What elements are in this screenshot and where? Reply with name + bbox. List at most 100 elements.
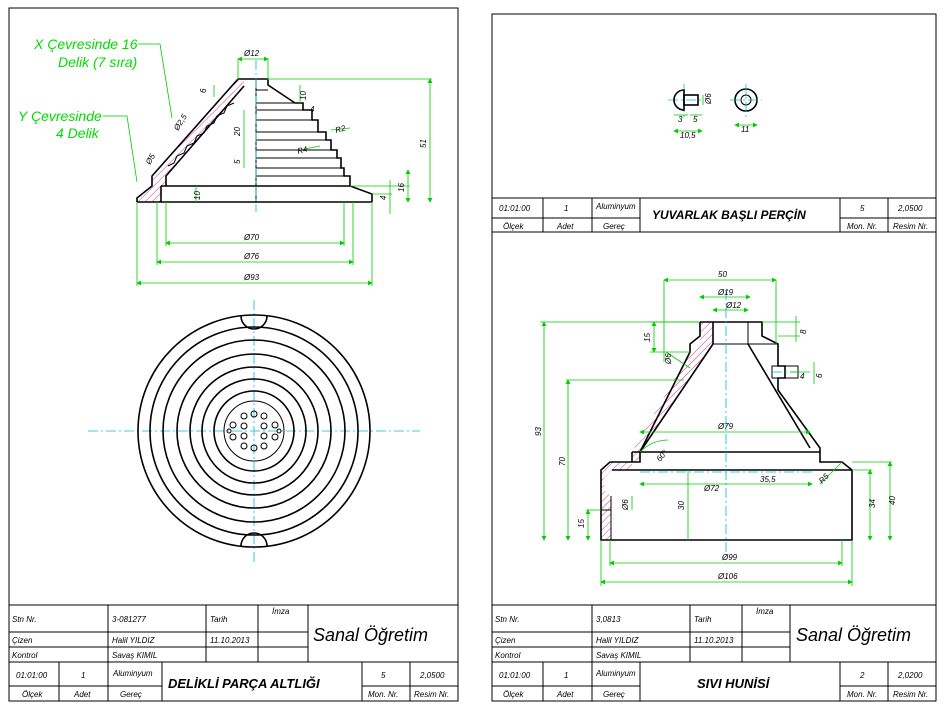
kontrol-value: Savaş KIMIL (112, 651, 157, 660)
x-holes-label-2: Delik (7 sıra) (58, 54, 137, 70)
r-kontrol-value: Savaş KIMIL (596, 651, 641, 660)
r-mon-label: Mon. Nr. (847, 690, 877, 699)
f-dim-34: 34 (868, 499, 877, 508)
f-dim-93: 93 (534, 427, 543, 436)
r-brand-title: Sanal Öğretim (796, 625, 911, 645)
r-olcek-label: Ölçek (503, 690, 524, 699)
qty-value: 1 (81, 671, 85, 680)
f-dim-d99: Ø99 (721, 553, 738, 562)
f-dim-35-5: 35,5 (760, 475, 776, 484)
dim-4: 4 (310, 105, 315, 114)
r-imza-label: İmza (756, 607, 774, 616)
resim-value: 2,0500 (419, 671, 445, 680)
f-dim-70: 70 (558, 457, 567, 466)
y-leader (103, 115, 138, 183)
r-cizen-label: Çizen (495, 636, 516, 645)
cizen-label: Çizen (12, 636, 33, 645)
r-stn-label: Stn Nr. (495, 615, 520, 624)
imza-label: İmza (272, 607, 290, 616)
right-sheet-border (491, 13, 937, 702)
dim-r4: R4 (296, 144, 309, 155)
rivet-resim-value: 2,0500 (897, 204, 923, 213)
rivet-olcek-label: Ölçek (503, 222, 524, 231)
stn-value: 3-081277 (112, 615, 146, 624)
rivet-gerec-label: Gereç (603, 222, 625, 231)
rivet-mon-value: 5 (860, 204, 865, 213)
f-dim-d106: Ø106 (717, 572, 738, 581)
dim-6: 6 (199, 88, 208, 93)
funnel-drawing (600, 290, 853, 552)
f-dim-15: 15 (643, 333, 652, 342)
rivet-dim-d6: Ø6 (704, 93, 713, 105)
material-value: Aluminyum (112, 669, 153, 678)
rivet-drawing: Ø6 5 3 10,5 11 (668, 84, 762, 140)
resim-label: Resim Nr. (414, 690, 449, 699)
f-dim-15b: 15 (577, 519, 586, 528)
r-gerec-label: Gereç (603, 690, 625, 699)
dim-r2: R2 (334, 123, 347, 134)
rivet-dim-10-5: 10,5 (680, 131, 696, 140)
dim-d2-5: Ø2,5 (172, 112, 190, 133)
r-adet-label: Adet (556, 690, 574, 699)
dim-51: 51 (419, 139, 428, 148)
r-cizen-date: 11.10.2013 (694, 636, 734, 645)
cizen-date: 11.10.2013 (210, 636, 250, 645)
mon-label: Mon. Nr. (368, 690, 398, 699)
f-dim-d6a: Ø6 (664, 353, 673, 365)
kontrol-label: Kontrol (12, 651, 38, 660)
dim-10b: 10 (193, 191, 202, 200)
dim-16: 16 (397, 183, 406, 192)
left-title-block: Stn Nr. 3-081277 Tarih İmza Çizen Halil … (9, 604, 458, 701)
r-scale-value: 01:01:00 (499, 671, 531, 680)
dim-d70: Ø70 (243, 233, 260, 242)
rivet-resim-label: Resim Nr. (893, 222, 928, 231)
r-kontrol-label: Kontrol (495, 651, 521, 660)
mon-value: 5 (381, 671, 386, 680)
r-mon-value: 2 (859, 671, 865, 680)
rivet-dim-11: 11 (741, 125, 749, 134)
f-dim-8: 8 (799, 329, 808, 334)
rivet-dim-3: 3 (678, 115, 683, 124)
f-dim-4: 4 (800, 372, 805, 381)
f-dim-50: 50 (718, 270, 727, 279)
r-resim-label: Resim Nr. (893, 690, 928, 699)
dim-d12: Ø12 (243, 49, 260, 58)
x-holes-label-1: X Çevresinde 16 (33, 36, 138, 52)
f-dim-d6b: Ø6 (621, 499, 630, 511)
rivet-qty: 1 (564, 204, 568, 213)
rivet-material: Aluminyum (595, 202, 636, 211)
rivet-scale: 01:01:00 (499, 204, 531, 213)
adet-label: Adet (73, 690, 91, 699)
gerec-label: Gereç (120, 690, 142, 699)
right-sheet: Ø6 5 3 10,5 11 01:01:00 1 Aluminyum YUVA… (491, 13, 937, 702)
rivet-mon-label: Mon. Nr. (847, 222, 877, 231)
part-name: DELİKLİ PARÇA ALTLIĞI (168, 676, 320, 691)
f-dim-r5: R5 (817, 471, 831, 485)
dim-4b: 4 (379, 195, 388, 200)
dim-d5: Ø5 (143, 152, 157, 167)
x-leader (138, 43, 173, 119)
f-dim-d72: Ø72 (703, 484, 720, 493)
r-resim-value: 2,0200 (897, 671, 923, 680)
f-dim-30: 30 (677, 501, 686, 510)
r-cizen-value: Halil YILDIZ (596, 636, 640, 645)
f-dim-60deg: 60° (655, 448, 670, 464)
r-part-name: SIVI HUNİSİ (697, 676, 771, 691)
y-holes-label-1: Y Çevresinde (18, 108, 102, 124)
dim-5: 5 (233, 159, 242, 164)
olcek-label: Ölçek (22, 690, 43, 699)
left-sheet: X Çevresinde 16 Delik (7 sıra) Y Çevresi… (8, 7, 459, 702)
r-material-value: Aluminyum (595, 669, 636, 678)
r-tarih-label: Tarih (694, 615, 712, 624)
f-dim-40: 40 (888, 496, 897, 505)
right-title-block: Stn Nr. 3,0813 Tarih İmza Çizen Halil YI… (492, 604, 936, 701)
brand-title: Sanal Öğretim (313, 625, 428, 645)
rivet-adet-label: Adet (556, 222, 574, 231)
f-dim-6: 6 (815, 373, 824, 378)
r-stn-value: 3,0813 (596, 615, 621, 624)
rivet-dim-5: 5 (693, 115, 698, 124)
dim-d76: Ø76 (243, 252, 260, 261)
left-top-view (88, 300, 420, 565)
scale-value: 01:01:00 (16, 671, 48, 680)
r-qty-value: 1 (564, 671, 568, 680)
